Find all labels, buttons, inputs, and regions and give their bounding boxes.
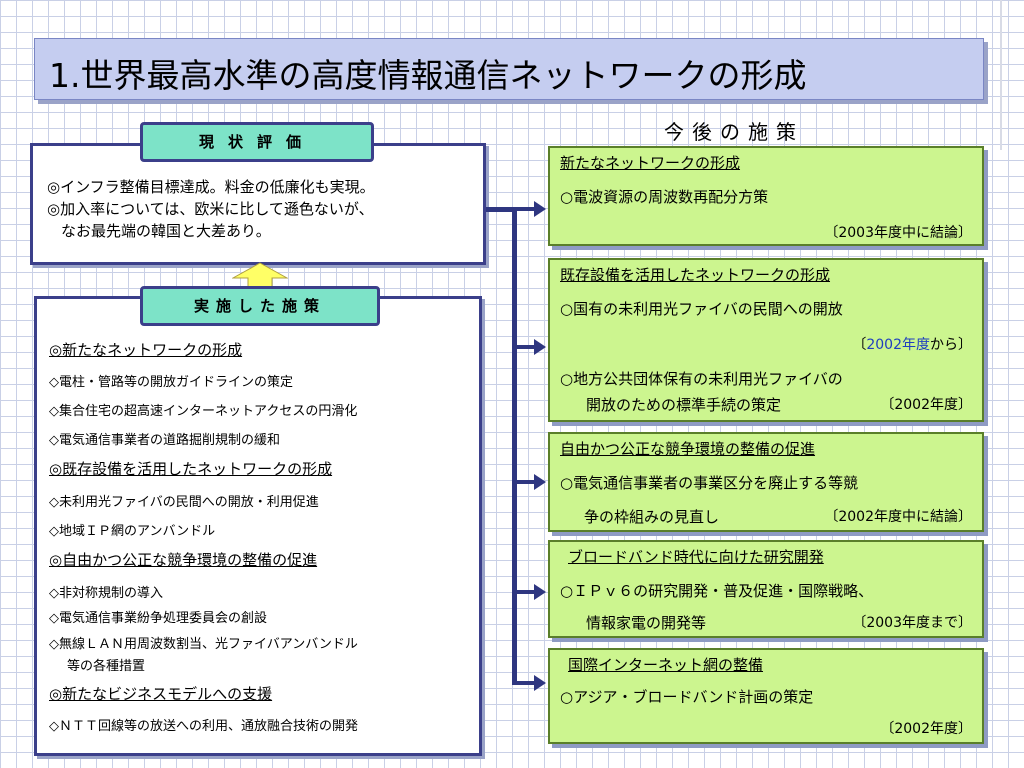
status-panel: ◎インフラ整備目標達成。料金の低廉化も実現。 ◎加入率については、欧米に比して遜… — [30, 143, 486, 265]
connector-branch — [512, 480, 536, 484]
arrow-2-icon — [534, 339, 546, 355]
measures-label: 実施した施策 — [140, 286, 380, 326]
connector-trunk — [512, 207, 517, 685]
future-heading: 今後の施策 — [664, 120, 804, 144]
measure-item: ◇ＮＴＴ回線等の放送への利用、通放融合技術の開発 — [49, 719, 358, 734]
policy-deadline: 〔2003年度中に結論〕 — [824, 225, 972, 241]
policy-line: ○ＩＰｖ６の研究開発・普及促進・国際戦略、 — [560, 582, 874, 600]
status-text: ◎インフラ整備目標達成。料金の低廉化も実現。 ◎加入率については、欧米に比して遜… — [47, 176, 375, 242]
status-line-1: ◎インフラ整備目標達成。料金の低廉化も実現。 — [47, 178, 375, 196]
connector-branch — [512, 207, 536, 211]
measure-item: 等の各種措置 — [67, 659, 146, 674]
policy-line: 争の枠組みの見直し — [584, 508, 720, 526]
policy-title: 自由かつ公正な競争環境の整備の促進 — [560, 440, 816, 458]
policy-box-new-network: 新たなネットワークの形成 ○電波資源の周波数再配分方策 〔2003年度中に結論〕 — [548, 146, 984, 246]
policy-title: 新たなネットワークの形成 — [560, 154, 741, 172]
policy-deadline: 〔2002年度から〕 — [852, 334, 972, 354]
policy-line: ○国有の未利用光ファイバの民間への開放 — [560, 300, 843, 318]
arrow-4-icon — [534, 584, 546, 600]
policy-box-existing-facilities: 既存設備を活用したネットワークの形成 ○国有の未利用光ファイバの民間への開放 〔… — [548, 258, 984, 422]
connector-branch — [512, 590, 536, 594]
policy-line: 情報家電の開発等 — [586, 614, 707, 632]
measure-item: ◇電気通信事業紛争処理委員会の創設 — [49, 611, 267, 626]
decorative-line — [1000, 0, 1002, 150]
measure-item: ◇地域ＩＰ網のアンバンドル — [49, 524, 216, 539]
measure-heading: ◎既存設備を活用したネットワークの形成 — [49, 460, 333, 478]
policy-box-international: 国際インターネット網の整備 ○アジア・ブロードバンド計画の策定 〔2002年度〕 — [548, 648, 984, 744]
status-label: 現状評価 — [140, 122, 374, 162]
measure-heading: ◎新たなネットワークの形成 — [49, 341, 243, 359]
connector-line — [486, 207, 516, 212]
deadline-bracket: 〔 — [852, 337, 867, 353]
status-line-2: ◎加入率については、欧米に比して遜色ないが、 — [47, 200, 374, 218]
arrow-1-icon — [534, 201, 546, 217]
measure-item: ◇電気通信事業者の道路掘削規制の緩和 — [49, 433, 280, 448]
page-title: 1.世界最高水準の高度情報通信ネットワークの形成 — [49, 56, 807, 95]
measure-item: ◇集合住宅の超高速インターネットアクセスの円滑化 — [49, 404, 358, 419]
policy-deadline: 〔2002年度〕 — [880, 397, 972, 413]
policy-line: ○地方公共団体保有の未利用光ファイバの — [560, 370, 843, 388]
policy-line: 開放のための標準手続の策定 — [586, 396, 782, 414]
measure-item: ◇非対称規制の導入 — [49, 586, 163, 601]
policy-title: 国際インターネット網の整備 — [568, 656, 764, 674]
policy-title: ブロードバンド時代に向けた研究開発 — [568, 548, 824, 566]
measure-item: ◇未利用光ファイバの民間への開放・利用促進 — [49, 495, 319, 510]
measure-heading: ◎新たなビジネスモデルへの支援 — [49, 685, 273, 703]
policy-deadline: 〔2002年度中に結論〕 — [824, 509, 972, 525]
measures-panel: ◎新たなネットワークの形成 ◇電柱・管路等の開放ガイドラインの策定 ◇集合住宅の… — [34, 296, 482, 756]
deadline-year: 2002年度 — [866, 337, 930, 353]
policy-box-competition: 自由かつ公正な競争環境の整備の促進 ○電気通信事業者の事業区分を廃止する等競 争… — [548, 432, 984, 532]
measure-item: ◇電柱・管路等の開放ガイドラインの策定 — [49, 375, 293, 390]
policy-deadline: 〔2002年度〕 — [880, 721, 972, 737]
measure-item: ◇無線ＬＡＮ用周波数割当、光ファイバアンバンドル — [49, 637, 358, 652]
policy-line: ○電気通信事業者の事業区分を廃止する等競 — [560, 474, 859, 492]
arrow-3-icon — [534, 474, 546, 490]
arrow-5-icon — [534, 675, 546, 691]
policy-line: ○アジア・ブロードバンド計画の策定 — [560, 688, 814, 706]
connector-branch — [512, 345, 536, 349]
title-banner: 1.世界最高水準の高度情報通信ネットワークの形成 — [34, 38, 984, 100]
policy-deadline: 〔2003年度まで〕 — [852, 615, 972, 631]
policy-line: ○電波資源の周波数再配分方策 — [560, 188, 769, 206]
deadline-suffix: から〕 — [930, 337, 972, 353]
policy-title: 既存設備を活用したネットワークの形成 — [560, 266, 831, 284]
connector-branch — [512, 681, 536, 685]
status-line-3: なお最先端の韓国と大差あり。 — [61, 222, 271, 240]
measure-heading: ◎自由かつ公正な競争環境の整備の促進 — [49, 551, 318, 569]
policy-box-research: ブロードバンド時代に向けた研究開発 ○ＩＰｖ６の研究開発・普及促進・国際戦略、 … — [548, 540, 984, 638]
